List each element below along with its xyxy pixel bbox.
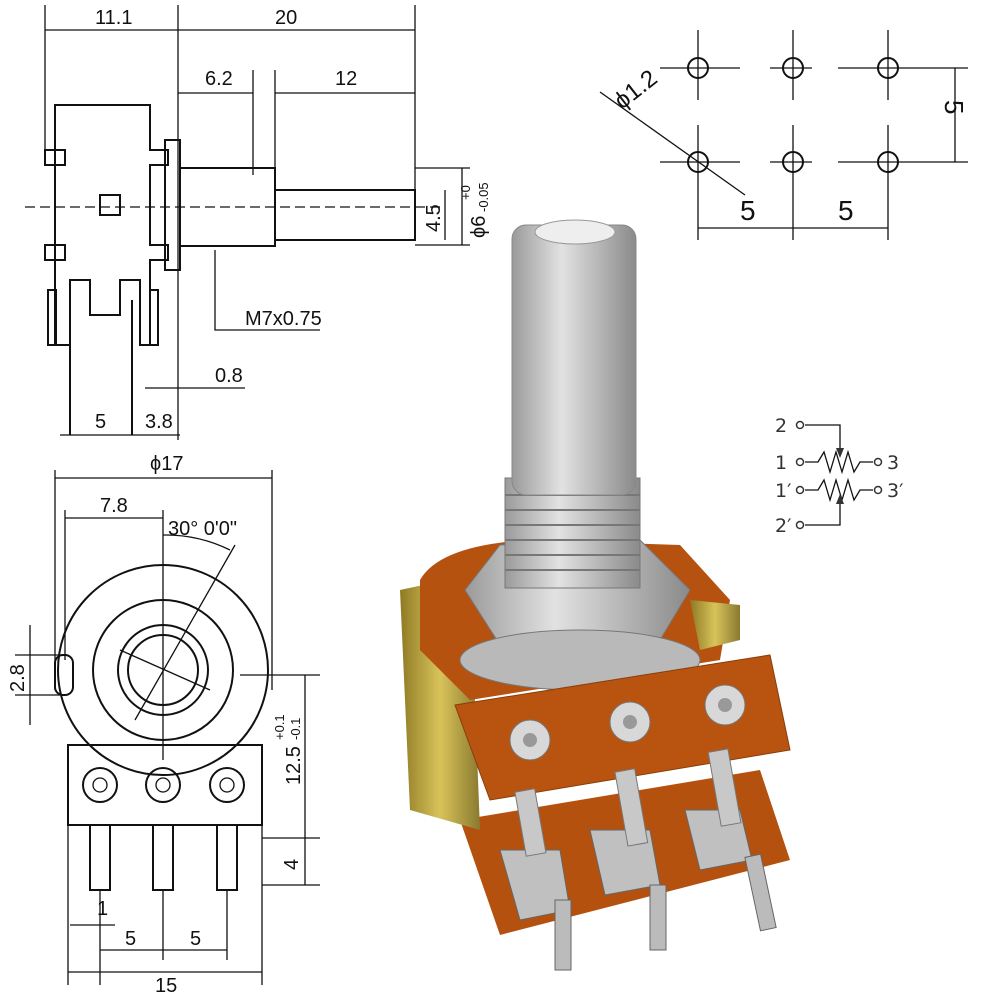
dim-pin-spacing: 5: [95, 411, 106, 433]
dim-height: 12.5: [283, 746, 305, 785]
dim-hole: ϕ1.2: [609, 65, 663, 115]
pin-label-2-prime: 2′: [775, 515, 791, 537]
pin-label-1-prime: 1′: [775, 480, 791, 502]
dim-total-shaft: 20: [275, 7, 297, 29]
dim-pin-length: 4: [281, 859, 303, 870]
dim-body-length: 11.1: [95, 7, 132, 29]
dim-offset: 7.8: [100, 495, 128, 517]
solder-tabs: [82, 767, 245, 891]
dim-pitch-a: 5: [125, 928, 136, 950]
side-view: 11.1 20 6.2 12 4.5 ϕ6 +0 -0.05 M7x0.75 0…: [25, 5, 491, 440]
dim-thread-length: 6.2: [205, 68, 233, 90]
dim-shaft-tol-lower: -0.05: [476, 182, 491, 212]
dim-shaft-dia: ϕ6: [468, 216, 490, 238]
dim-pin-offset: 3.8: [145, 411, 173, 433]
pin-label-3: 3: [887, 452, 899, 474]
dim-row-spacing: 5: [939, 100, 969, 114]
front-view: ϕ17 7.8 30° 0'0" 2.8 12.5 +0.1 -0.1 4: [7, 453, 320, 997]
pin-label-1: 1: [775, 452, 787, 474]
dim-angle: 30° 0'0": [168, 518, 237, 540]
dim-pitch-a: 5: [740, 195, 756, 226]
dual-pot-schematic: 2 1 3 1′ 3′ 2′: [775, 415, 903, 537]
dim-height-tol-lower: -0.1: [288, 718, 303, 740]
pin-label-3-prime: 3′: [887, 480, 903, 502]
pcb-hole-layout: ϕ1.2 5 5 5: [599, 30, 969, 240]
pin-label-2: 2: [775, 415, 787, 437]
dim-height-tol-upper: +0.1: [272, 714, 287, 740]
dim-shaft-length: 12: [335, 68, 357, 90]
dim-nut-gap: 0.8: [215, 365, 243, 387]
dim-width: 15: [155, 975, 177, 997]
dim-thread: M7x0.75: [245, 308, 322, 330]
dim-pitch-b: 5: [190, 928, 201, 950]
dim-flat: 4.5: [423, 204, 445, 232]
dim-pin-width: 1: [97, 898, 108, 920]
dim-shaft-tol-upper: +0: [458, 185, 473, 200]
dim-diameter: ϕ17: [150, 453, 183, 475]
front-terminals: [509, 684, 746, 857]
dim-pitch-b: 5: [838, 195, 854, 226]
rear-terminals: [499, 809, 777, 971]
product-photo: [400, 219, 791, 971]
dim-tab: 2.8: [7, 664, 29, 692]
